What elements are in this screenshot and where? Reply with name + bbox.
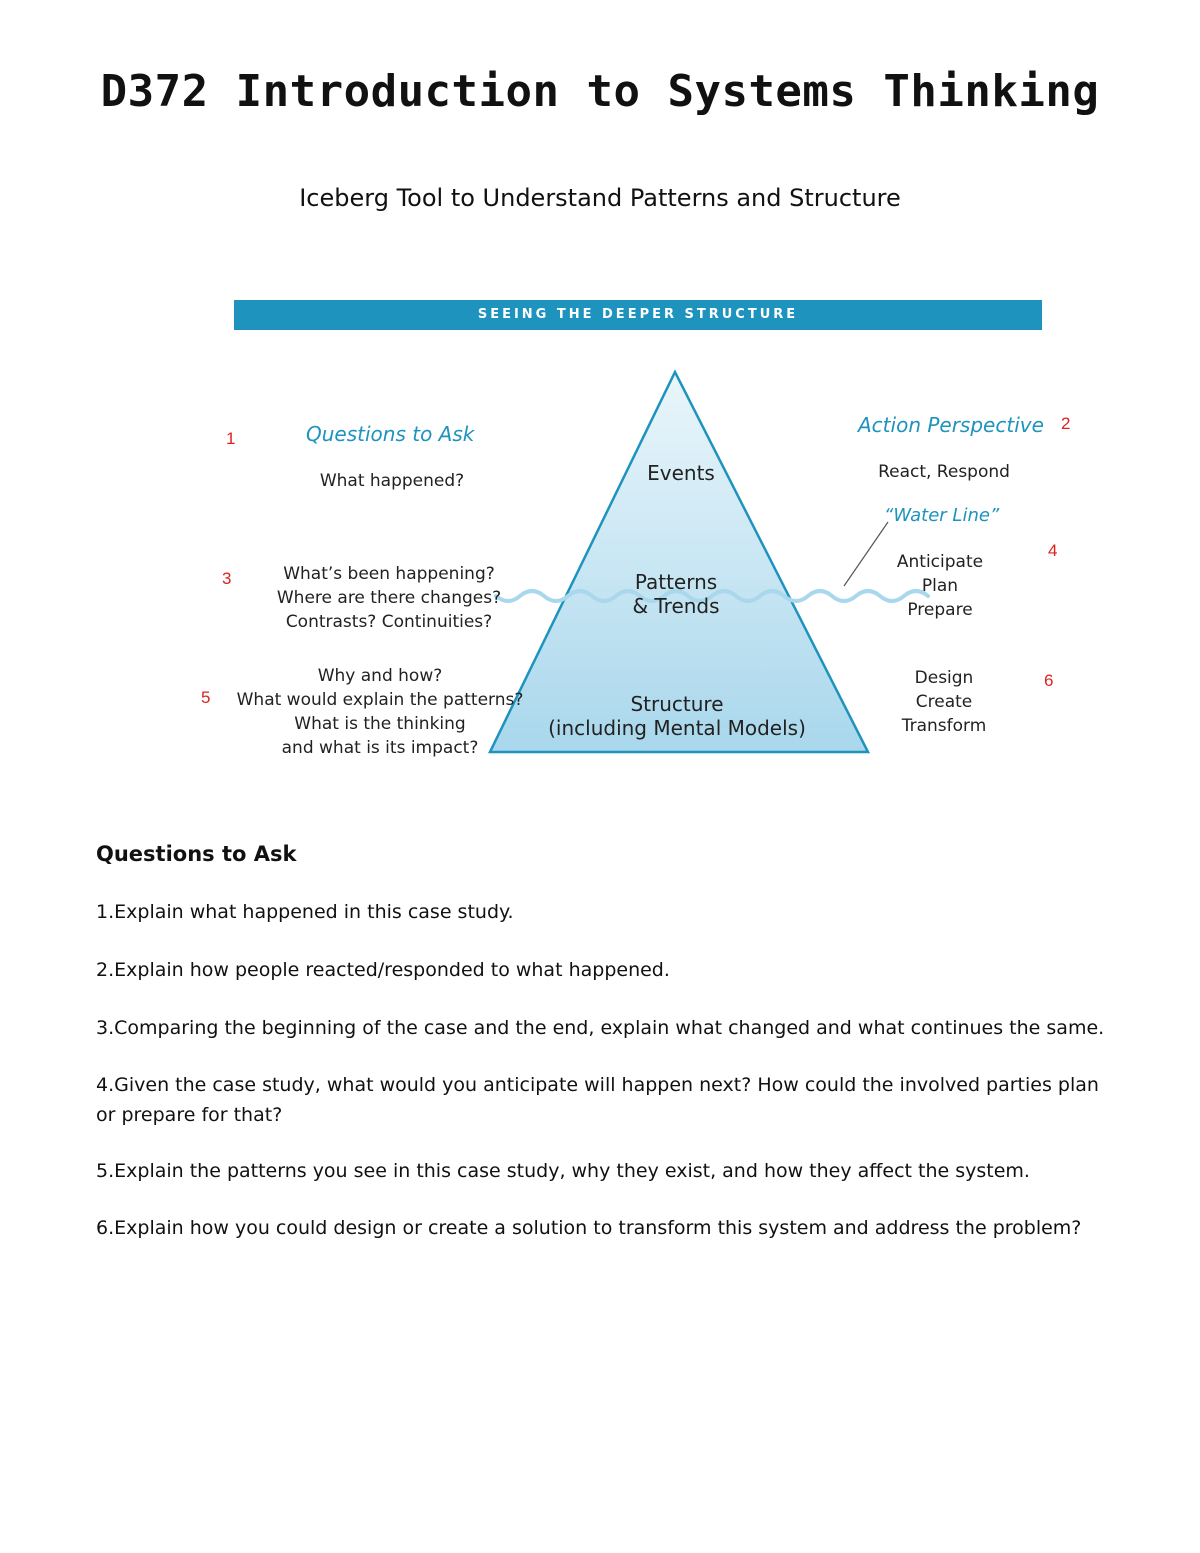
left-structure-questions: Why and how? What would explain the patt…: [230, 664, 530, 760]
question-item: 6.Explain how you could design or create…: [96, 1213, 1106, 1243]
question-item: 5.Explain the patterns you see in this c…: [96, 1156, 1106, 1186]
marker-1: 1: [226, 429, 235, 449]
question-item: 1.Explain what happened in this case stu…: [96, 897, 1106, 927]
action-heading: Action Perspective: [858, 413, 1044, 437]
left-patterns-line: Where are there changes?: [264, 586, 514, 610]
center-patterns-line: Patterns: [621, 570, 731, 594]
question-item: 4.Given the case study, what would you a…: [96, 1070, 1106, 1130]
iceberg-diagram: SEEING THE DEEPER STRUCTURE Questions to…: [234, 300, 1042, 775]
center-structure-label: Structure (including Mental Models): [537, 692, 817, 740]
document-title: D372 Introduction to Systems Thinking: [0, 66, 1200, 117]
center-structure-line: (including Mental Models): [537, 716, 817, 740]
right-patterns-line: Anticipate: [890, 550, 990, 574]
left-structure-line: Why and how?: [230, 664, 530, 688]
center-events-label: Events: [631, 461, 731, 485]
marker-6: 6: [1044, 671, 1053, 691]
questions-section-heading: Questions to Ask: [96, 842, 296, 866]
right-structure-line: Create: [890, 690, 998, 714]
question-item: 3.Comparing the beginning of the case an…: [96, 1013, 1106, 1043]
left-structure-line: What would explain the patterns?: [230, 688, 530, 712]
right-structure-line: Design: [890, 666, 998, 690]
right-patterns-actions: Anticipate Plan Prepare: [890, 550, 990, 622]
right-structure-actions: Design Create Transform: [890, 666, 998, 738]
right-structure-line: Transform: [890, 714, 998, 738]
left-structure-line: What is the thinking: [230, 712, 530, 736]
question-item: 2.Explain how people reacted/responded t…: [96, 955, 1106, 985]
marker-4: 4: [1048, 541, 1057, 561]
left-events-question: What happened?: [292, 469, 492, 493]
questions-heading: Questions to Ask: [306, 422, 474, 446]
right-patterns-line: Plan: [890, 574, 990, 598]
center-patterns-line: & Trends: [621, 594, 731, 618]
center-structure-line: Structure: [537, 692, 817, 716]
left-patterns-line: Contrasts? Continuities?: [264, 610, 514, 634]
right-events-action: React, Respond: [864, 460, 1024, 484]
marker-2: 2: [1061, 414, 1070, 434]
water-line-pointer: [844, 522, 888, 586]
left-patterns-questions: What’s been happening? Where are there c…: [264, 562, 514, 634]
left-structure-line: and what is its impact?: [230, 736, 530, 760]
right-patterns-line: Prepare: [890, 598, 990, 622]
left-patterns-line: What’s been happening?: [264, 562, 514, 586]
water-line-label: “Water Line”: [884, 505, 999, 526]
document-subtitle: Iceberg Tool to Understand Patterns and …: [0, 184, 1200, 212]
center-patterns-label: Patterns & Trends: [621, 570, 731, 618]
marker-3: 3: [222, 569, 231, 589]
marker-5: 5: [201, 688, 210, 708]
